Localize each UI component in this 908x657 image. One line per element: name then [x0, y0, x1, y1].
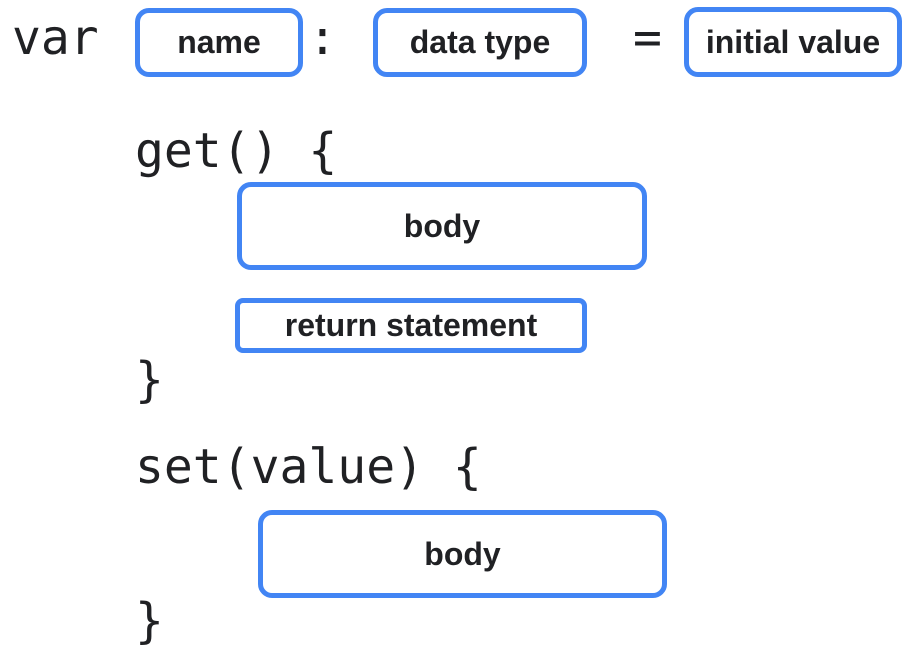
- code-keyword-var: var: [12, 10, 99, 66]
- placeholder-label: return statement: [284, 307, 538, 343]
- setter-body-placeholder-box: body: [258, 510, 667, 598]
- code-colon: :: [308, 10, 337, 66]
- placeholder-label: initial value: [705, 23, 881, 60]
- code-getter-signature: get() {: [135, 123, 338, 179]
- code-setter-close-brace: }: [135, 593, 164, 649]
- placeholder-label: body: [403, 207, 481, 244]
- placeholder-label: data type: [409, 24, 551, 60]
- name-placeholder-box: name: [135, 8, 303, 77]
- code-equals-sign: =: [633, 10, 662, 66]
- placeholder-label: name: [177, 24, 261, 60]
- getter-body-placeholder-box: body: [237, 182, 647, 270]
- initial-value-placeholder-box: initial value: [684, 7, 902, 77]
- return-statement-placeholder-box: return statement: [235, 298, 587, 353]
- code-getter-close-brace: }: [135, 352, 164, 408]
- data-type-placeholder-box: data type: [373, 8, 587, 77]
- code-setter-signature: set(value) {: [135, 439, 482, 495]
- placeholder-label: body: [424, 535, 501, 572]
